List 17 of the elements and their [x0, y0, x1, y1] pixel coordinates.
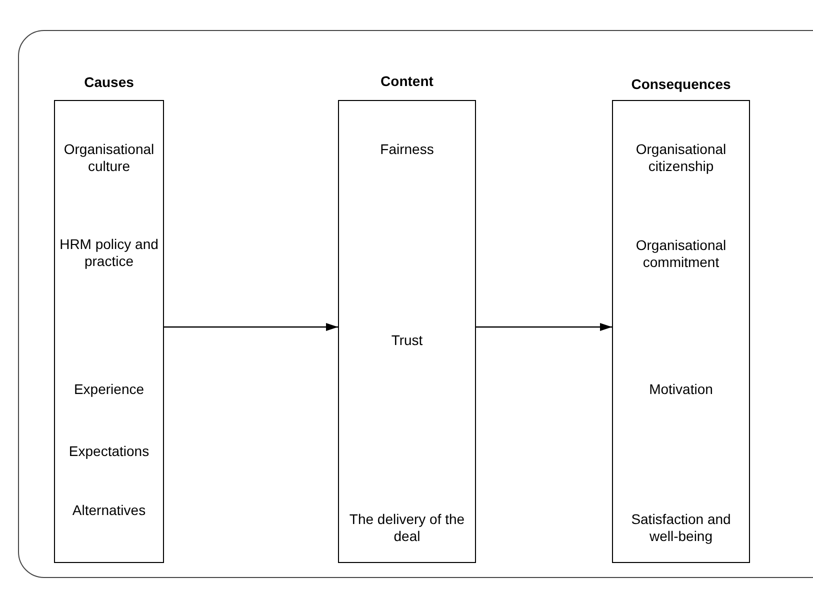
factor-text: HRM policy and practice [58, 236, 160, 270]
arrow [164, 323, 338, 331]
factor-text: Organisational culture [62, 141, 156, 175]
factor-text: Organisational commitment [634, 237, 728, 271]
column-heading: Content [380, 72, 434, 90]
arrow [476, 323, 612, 331]
factor-text: Organisational citizenship [634, 141, 728, 175]
factor-text: Satisfaction and well-being [630, 511, 732, 545]
factor-text: Motivation [648, 381, 714, 398]
factor-text: Fairness [379, 141, 435, 158]
factor-text: The delivery of the deal [348, 511, 466, 545]
column-heading: Causes [83, 73, 135, 91]
factor-text: Trust [390, 332, 424, 349]
factor-text: Expectations [68, 443, 150, 460]
column-heading: Consequences [630, 75, 732, 93]
factor-text: Alternatives [71, 502, 147, 519]
factor-text: Experience [72, 381, 146, 398]
